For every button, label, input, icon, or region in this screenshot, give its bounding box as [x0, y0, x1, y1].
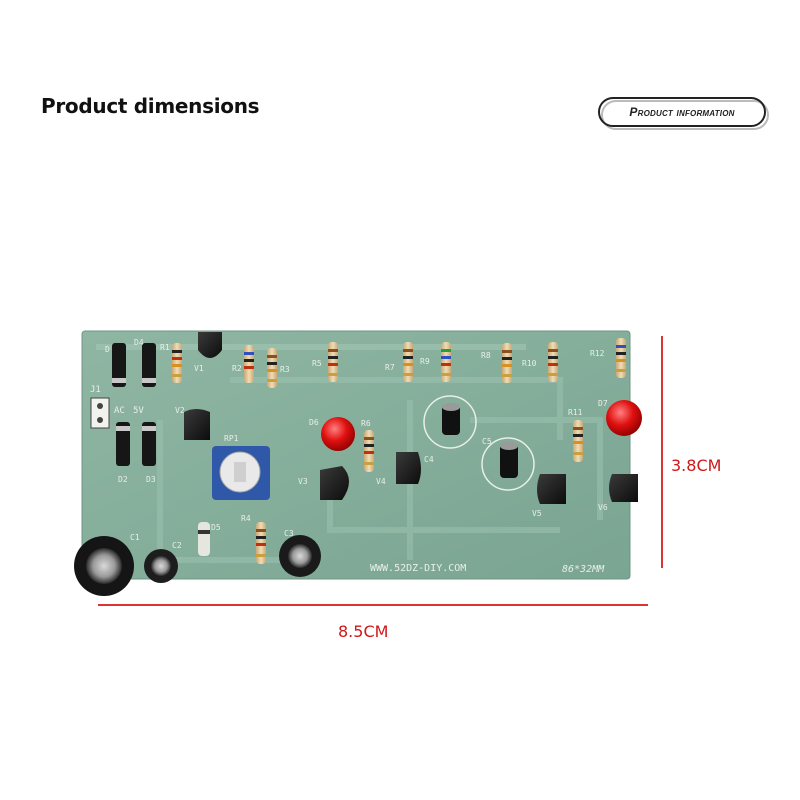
label-v2: V2	[175, 406, 185, 415]
label-d7: D7	[598, 399, 608, 408]
resistor-r12	[616, 338, 626, 378]
resistor-r11	[573, 420, 583, 462]
label-v6: V6	[598, 503, 608, 512]
label-d5: D5	[211, 523, 221, 532]
resistor-r9	[441, 342, 451, 382]
diode-d1	[112, 343, 126, 387]
resistor-r1	[172, 343, 182, 383]
pcb-board	[81, 330, 631, 580]
label-j1: J1	[90, 385, 101, 395]
label-r9: R9	[420, 357, 430, 366]
label-r3: R3	[280, 365, 290, 374]
resistor-r3	[267, 348, 277, 388]
label-r7: R7	[385, 363, 395, 372]
label-r1: R1	[160, 343, 170, 352]
resistor-r5	[328, 342, 338, 382]
label-v3: V3	[298, 477, 308, 486]
label-ac: AC	[114, 406, 125, 416]
label-d4: D4	[134, 338, 144, 347]
transistor-v5	[537, 474, 566, 504]
label-c3: C3	[284, 529, 294, 538]
height-dimension-line	[661, 336, 663, 568]
resistor-r6	[364, 430, 374, 472]
product-information-badge: Product information	[598, 97, 766, 127]
label-c5: C5	[482, 437, 492, 446]
transistor-v1	[198, 332, 222, 358]
resistor-r7	[403, 342, 413, 382]
transistor-v4	[396, 452, 421, 484]
resistor-r8	[502, 343, 512, 383]
capacitor-c4	[423, 395, 477, 449]
capacitor-c2	[144, 549, 178, 583]
board-website: WWW.52DZ-DIY.COM	[370, 563, 466, 574]
label-r10: R10	[522, 359, 537, 368]
label-r11: R11	[568, 408, 583, 417]
board-size-mark: 86*32MM	[562, 564, 605, 575]
label-r4: R4	[241, 514, 251, 523]
label-r2: R2	[232, 364, 242, 373]
diode-d3	[142, 422, 156, 466]
capacitor-c1	[74, 536, 134, 596]
transistor-v3	[320, 466, 349, 500]
led-d7	[606, 400, 642, 436]
diode-d5	[198, 522, 210, 556]
label-c4: C4	[424, 455, 434, 464]
resistor-r10	[548, 342, 558, 382]
capacitor-c5	[481, 437, 535, 491]
label-d6: D6	[309, 418, 319, 427]
transistor-v2	[184, 409, 210, 440]
width-dimension-line	[98, 604, 648, 606]
label-v4: V4	[376, 477, 386, 486]
diode-d2	[116, 422, 130, 466]
label-r6: R6	[361, 419, 371, 428]
led-d6	[321, 417, 355, 451]
height-label: 3.8CM	[671, 456, 722, 475]
resistor-r2	[244, 345, 254, 383]
diode-d4	[142, 343, 156, 387]
label-5v: 5V	[133, 406, 144, 416]
label-v1: V1	[194, 364, 204, 373]
label-c2: C2	[172, 541, 182, 550]
label-v5: V5	[532, 509, 542, 518]
transistor-v6	[609, 474, 638, 502]
page-title: Product dimensions	[41, 94, 260, 118]
resistor-r4	[256, 522, 266, 564]
label-c1: C1	[130, 533, 140, 542]
label-rp1: RP1	[224, 434, 239, 443]
j1-connector	[90, 397, 110, 429]
width-label: 8.5CM	[338, 622, 389, 641]
potentiometer-rp1	[212, 446, 270, 500]
capacitor-c3	[279, 535, 321, 577]
label-d3: D3	[146, 475, 156, 484]
label-r5: R5	[312, 359, 322, 368]
label-d1: D	[105, 345, 110, 354]
label-r8: R8	[481, 351, 491, 360]
label-d2: D2	[118, 475, 128, 484]
label-r12: R12	[590, 349, 605, 358]
